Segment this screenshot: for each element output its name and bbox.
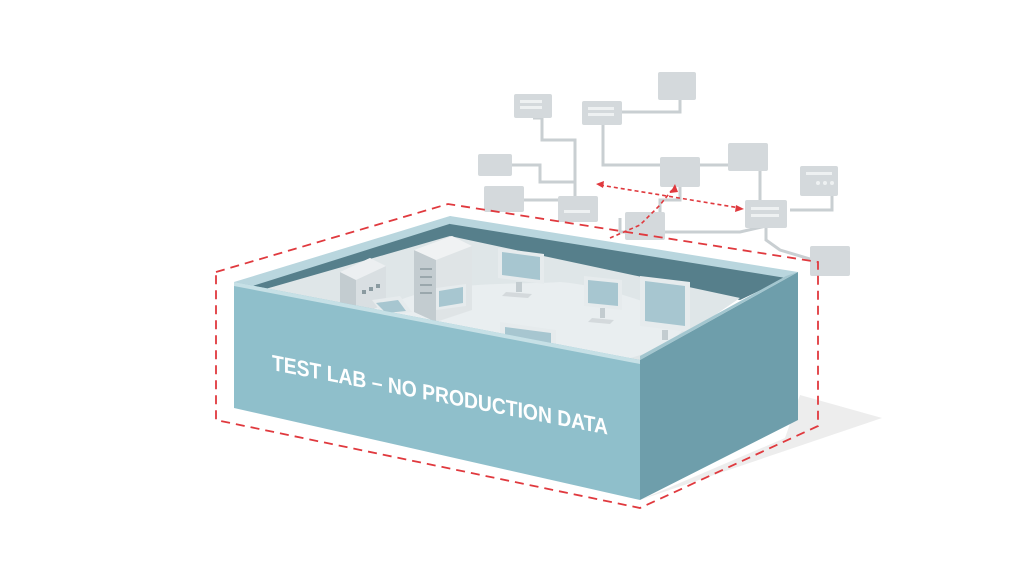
network-node: [478, 154, 512, 176]
network-node: [625, 212, 665, 240]
network-node: [800, 166, 838, 196]
box-back-rim: [450, 216, 798, 278]
box-left-wall-top: [234, 216, 462, 288]
box-right-rim: [640, 272, 798, 360]
isolation-boundary: [215, 203, 819, 509]
network-node: [728, 143, 768, 171]
box-front-rim: [234, 282, 640, 364]
box-shadow: [640, 395, 882, 500]
monitor-icon: [640, 276, 690, 340]
monitor-icon: [584, 276, 622, 324]
network-node: [558, 196, 598, 222]
blocked-connection-arrows: [596, 181, 744, 239]
network-node: [484, 186, 524, 212]
network-node: [582, 101, 622, 125]
box-right-wall: [640, 272, 798, 500]
network-nodes-icon: [478, 72, 850, 276]
network-node: [658, 72, 696, 100]
network-node: [514, 94, 552, 118]
network-node: [660, 157, 700, 187]
network-node: [745, 200, 787, 228]
box-front-wall: [234, 282, 640, 500]
network-node: [810, 246, 850, 276]
monitor-icon: [498, 248, 544, 298]
server-tower-icon: [414, 236, 472, 322]
